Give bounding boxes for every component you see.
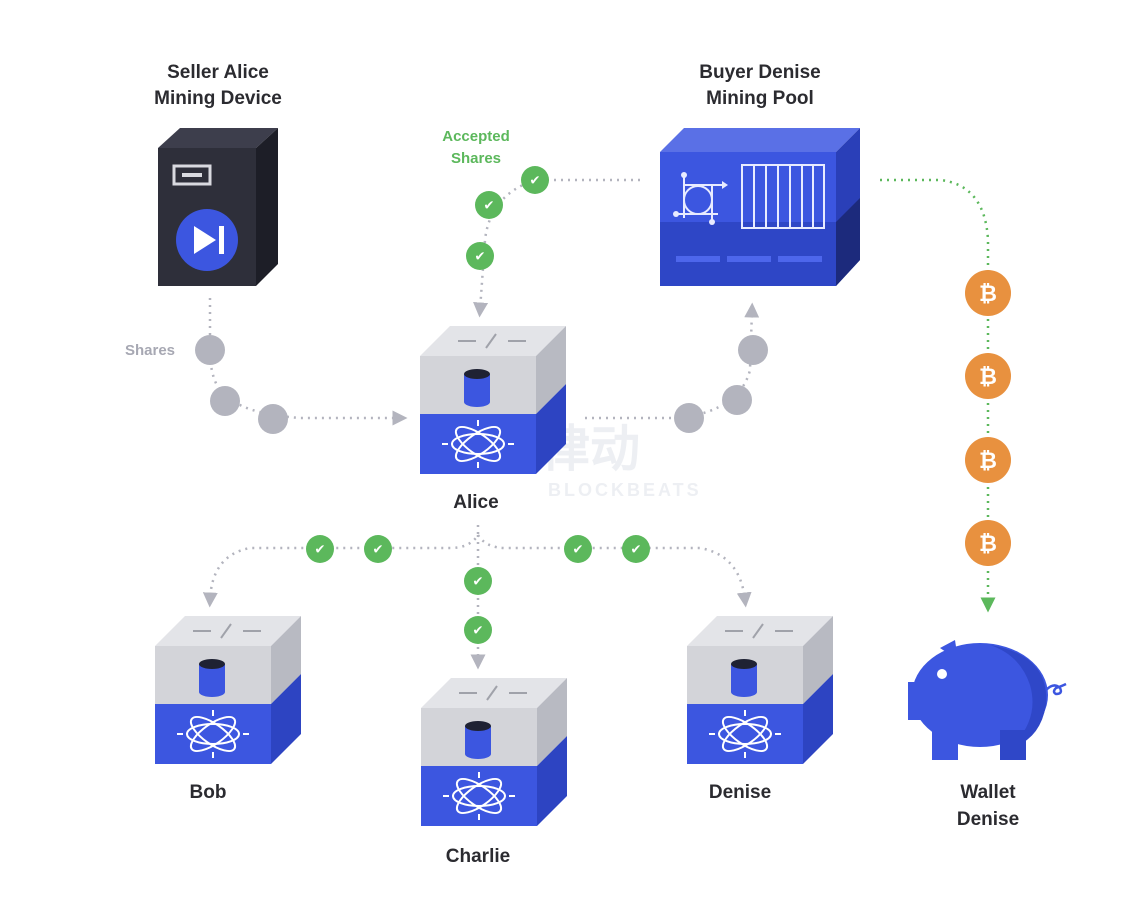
node-charlie: Charlie (420, 677, 568, 867)
mining-device-icon (158, 128, 278, 286)
svg-text:₿: ₿ (979, 282, 997, 307)
svg-text:₿: ₿ (979, 365, 997, 390)
watermark: 律动 BLOCKBEATS (540, 421, 702, 500)
accepted-tokens-alice-to-nodes: ✔ ✔ ✔ ✔ ✔ ✔ (306, 535, 650, 644)
node-cube-icon (686, 615, 834, 765)
buyer-mining-pool: Buyer Denise Mining Pool (660, 62, 860, 286)
watermark-en: BLOCKBEATS (548, 480, 702, 500)
check-icon: ✔ (364, 535, 392, 563)
share-tokens-seller-to-alice (195, 335, 288, 434)
accepted-tokens-pool-to-alice: ✔ ✔ ✔ (466, 166, 549, 270)
node-alice: Alice (419, 325, 567, 513)
node-cube-icon (419, 325, 567, 475)
svg-text:₿: ₿ (979, 532, 997, 557)
check-icon: ✔ (475, 191, 503, 219)
share-dot (738, 335, 768, 365)
check-icon: ✔ (521, 166, 549, 194)
shares-annotation: Shares (125, 342, 175, 359)
node-denise-label: Denise (709, 782, 771, 803)
share-dot (210, 386, 240, 416)
wallet-label-line1: Wallet (960, 782, 1016, 803)
node-bob-label: Bob (190, 782, 227, 803)
bitcoin-icon: ₿ (965, 437, 1011, 483)
bitcoin-icon: ₿ (965, 353, 1011, 399)
share-dot (674, 403, 704, 433)
wallet-denise: Wallet Denise (908, 640, 1067, 830)
connector-pool-to-wallet (880, 178, 996, 613)
piggy-bank-icon (908, 640, 1067, 760)
connector-device-to-alice (208, 298, 408, 426)
check-icon: ✔ (564, 535, 592, 563)
node-alice-label: Alice (453, 492, 498, 513)
svg-text:₿: ₿ (979, 449, 997, 474)
connector-pool-to-alice-accepted (473, 178, 640, 318)
node-cube-icon (420, 677, 568, 827)
pool-label-line1: Buyer Denise (699, 62, 820, 83)
check-icon: ✔ (622, 535, 650, 563)
share-dot (195, 335, 225, 365)
check-icon: ✔ (306, 535, 334, 563)
svg-text:✔: ✔ (473, 624, 484, 639)
svg-text:✔: ✔ (530, 174, 541, 189)
share-dot (722, 385, 752, 415)
check-icon: ✔ (466, 242, 494, 270)
svg-text:✔: ✔ (373, 543, 384, 558)
seller-device-label-line1: Seller Alice (167, 62, 269, 83)
svg-text:✔: ✔ (631, 543, 642, 558)
accepted-shares-annotation-line2: Shares (451, 150, 501, 167)
svg-text:✔: ✔ (484, 199, 495, 214)
check-icon: ✔ (464, 567, 492, 595)
seller-mining-device: Seller Alice Mining Device (154, 62, 282, 286)
svg-text:✔: ✔ (475, 250, 486, 265)
svg-text:✔: ✔ (573, 543, 584, 558)
seller-device-label-line2: Mining Device (154, 88, 282, 109)
accepted-shares-annotation-line1: Accepted (442, 128, 510, 145)
pool-label-line2: Mining Pool (706, 88, 814, 109)
check-icon: ✔ (464, 616, 492, 644)
share-tokens-alice-to-pool (674, 335, 768, 433)
bitcoin-icon: ₿ (965, 520, 1011, 566)
wallet-label-line2: Denise (957, 809, 1019, 830)
share-dot (258, 404, 288, 434)
node-cube-icon (154, 615, 302, 765)
node-bob: Bob (154, 615, 302, 803)
svg-text:✔: ✔ (315, 543, 326, 558)
node-denise: Denise (686, 615, 834, 803)
bitcoin-payment-tokens: ₿ ₿ ₿ ₿ (965, 270, 1011, 566)
mining-pool-icon (660, 128, 860, 286)
bitcoin-icon: ₿ (965, 270, 1011, 316)
svg-text:✔: ✔ (473, 575, 484, 590)
node-charlie-label: Charlie (446, 846, 510, 867)
